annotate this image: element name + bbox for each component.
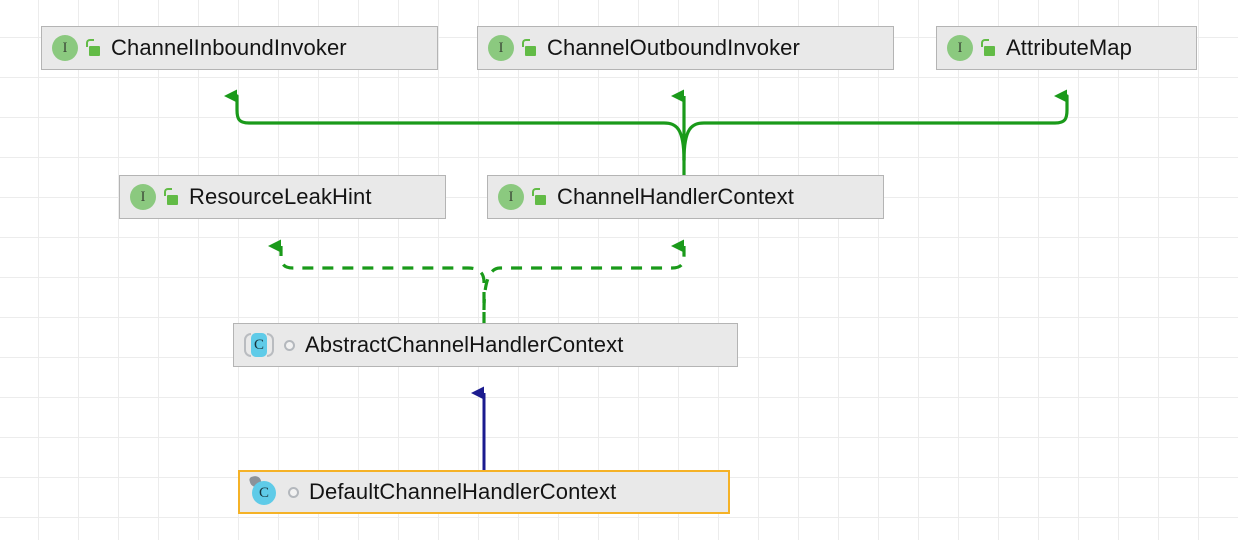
- node-label: ChannelOutboundInvoker: [547, 35, 800, 60]
- public-unlocked-icon: [521, 39, 537, 57]
- node-default-channel-handler-context[interactable]: C DefaultChannelHandlerContext: [238, 470, 730, 514]
- edge-achc-to-resource-leak-hint: [268, 239, 486, 323]
- final-class-icon-letter: C: [252, 481, 276, 505]
- node-channel-inbound-invoker[interactable]: I ChannelInboundInvoker: [41, 26, 438, 70]
- public-unlocked-icon: [980, 39, 996, 57]
- node-label: ResourceLeakHint: [189, 184, 372, 209]
- icon-group: C: [248, 474, 299, 505]
- icon-group: C: [244, 332, 295, 358]
- icon-group: I: [130, 184, 179, 210]
- interface-icon: I: [947, 35, 973, 61]
- node-label: ChannelHandlerContext: [557, 184, 794, 209]
- node-attribute-map[interactable]: I AttributeMap: [936, 26, 1197, 70]
- node-resource-leak-hint[interactable]: I ResourceLeakHint: [119, 175, 446, 219]
- node-channel-handler-context[interactable]: I ChannelHandlerContext: [487, 175, 884, 219]
- abstract-class-icon-letter: C: [251, 333, 267, 357]
- node-channel-outbound-invoker[interactable]: I ChannelOutboundInvoker: [477, 26, 894, 70]
- interface-icon: I: [130, 184, 156, 210]
- public-unlocked-icon: [85, 39, 101, 57]
- public-unlocked-icon: [531, 188, 547, 206]
- package-private-icon: [288, 486, 299, 498]
- node-label: AttributeMap: [1006, 35, 1132, 60]
- edge-chc-to-inbound-invoker: [224, 89, 686, 162]
- icon-group: I: [498, 184, 547, 210]
- node-label: DefaultChannelHandlerContext: [309, 479, 617, 504]
- interface-icon: I: [498, 184, 524, 210]
- interface-icon: I: [488, 35, 514, 61]
- icon-group: I: [947, 35, 996, 61]
- final-class-icon: C: [248, 474, 278, 505]
- interface-icon: I: [52, 35, 78, 61]
- edge-chc-to-attribute-map: [682, 89, 1069, 162]
- node-label: ChannelInboundInvoker: [111, 35, 347, 60]
- icon-group: I: [488, 35, 537, 61]
- node-label: AbstractChannelHandlerContext: [305, 332, 624, 357]
- edge-achc-to-channel-handler-context: [482, 239, 686, 311]
- public-unlocked-icon: [163, 188, 179, 206]
- icon-group: I: [52, 35, 101, 61]
- node-abstract-channel-handler-context[interactable]: C AbstractChannelHandlerContext: [233, 323, 738, 367]
- package-private-icon: [284, 339, 295, 351]
- abstract-class-icon: C: [244, 332, 274, 358]
